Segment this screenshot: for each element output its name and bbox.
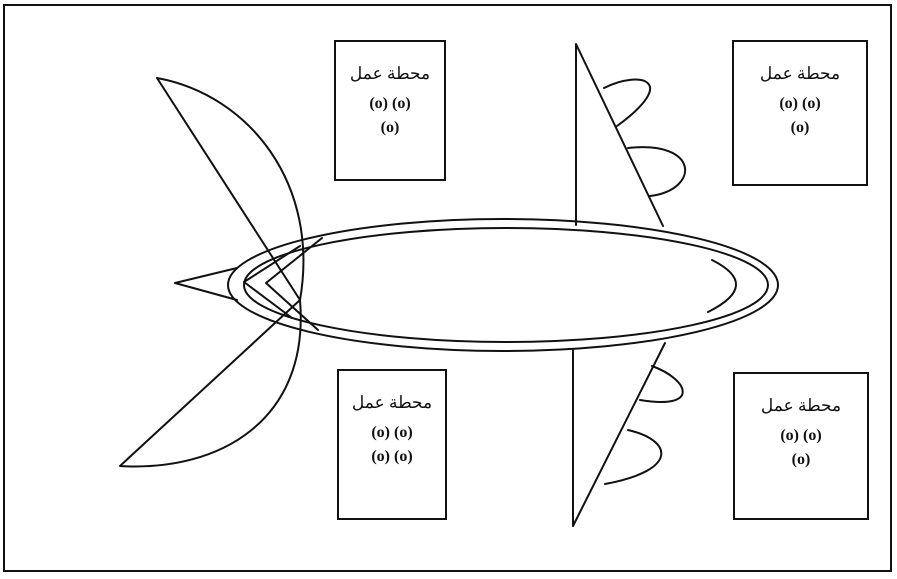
- lower-wing-engine-1: [639, 365, 684, 403]
- upper-wing-engine-1: [603, 78, 652, 127]
- workstation-seats-row: (o): [790, 119, 810, 136]
- workstation-title: محطة عمل: [760, 396, 842, 415]
- upper-wing-engine-2: [627, 146, 687, 197]
- cockpit-window: [707, 259, 737, 313]
- workstation-seats-row: (o) (o): [371, 424, 413, 441]
- workstation-seats-row: (o): [380, 119, 400, 136]
- tail-tip: [174, 267, 238, 301]
- tail-chevron-inner: [243, 245, 301, 319]
- fuselage-inner-outline: [243, 227, 769, 343]
- workstation-title: محطة عمل: [351, 393, 433, 412]
- workstation-seats-row: (o) (o): [780, 427, 822, 444]
- lower-tail-fin: [119, 299, 302, 468]
- workstation-title: محطة عمل: [759, 64, 841, 83]
- outer-frame: [3, 4, 892, 572]
- workstation-seats-row: (o) (o): [779, 95, 821, 112]
- workstation-seats-row: (o) (o): [371, 448, 413, 465]
- fuselage: [227, 218, 779, 352]
- lower-wing-engine-2: [604, 429, 663, 485]
- workstation-seats-row: (o): [791, 451, 811, 468]
- workstation-title: محطة عمل: [349, 64, 431, 83]
- upper-tail-fin: [156, 77, 305, 301]
- workstation-box: محطة عمل (o) (o) (o): [334, 40, 446, 181]
- workstation-box: محطة عمل (o) (o) (o) (o): [337, 369, 447, 520]
- upper-wing: [575, 43, 664, 227]
- workstation-box: محطة عمل (o) (o) (o): [732, 40, 868, 186]
- lower-wing: [572, 342, 666, 527]
- workstation-seats-row: (o) (o): [369, 95, 411, 112]
- workstation-box: محطة عمل (o) (o) (o): [733, 372, 869, 520]
